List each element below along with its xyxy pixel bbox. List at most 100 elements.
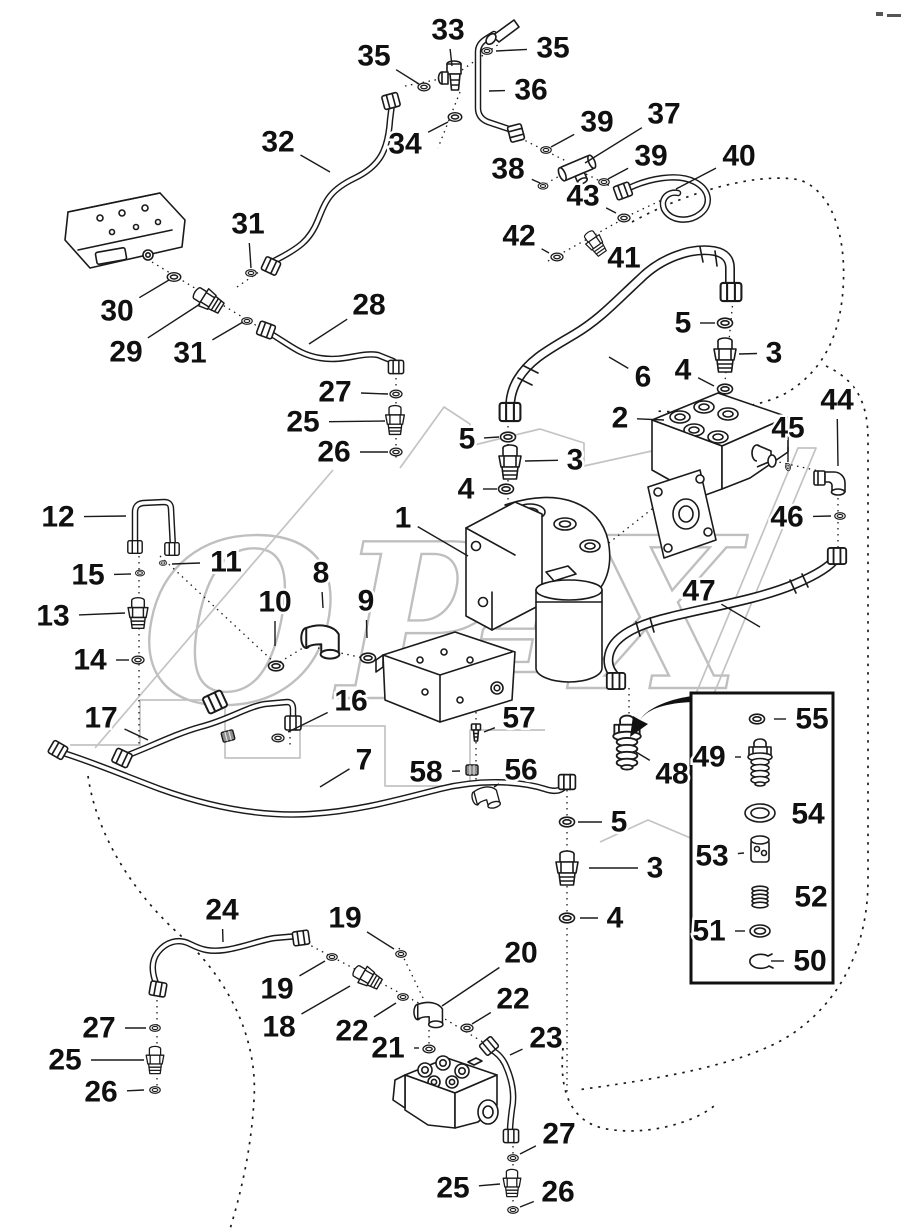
callout-36: 36: [514, 74, 547, 107]
leader-13: [78, 612, 126, 616]
callout-48: 48: [655, 758, 688, 791]
leader-25: [328, 420, 386, 423]
callout-19: 19: [328, 902, 361, 935]
callout-54: 54: [791, 798, 825, 831]
leader-44: [836, 418, 839, 467]
callout-3: 3: [766, 337, 783, 370]
leader-9: [365, 619, 368, 639]
leader-11: [171, 562, 201, 565]
callout-22: 22: [496, 983, 529, 1016]
elbow-20: [413, 1001, 444, 1029]
callout-31: 31: [173, 337, 206, 370]
hose-6: [498, 247, 743, 423]
callout-3: 3: [567, 444, 584, 477]
leader-22: [471, 1011, 492, 1025]
leader-19: [299, 960, 326, 977]
fitting-13: [127, 596, 149, 630]
callout-43: 43: [566, 180, 599, 213]
callout-47: 47: [682, 575, 715, 608]
leader-lines: [78, 48, 839, 1208]
callout-25: 25: [436, 1172, 469, 1205]
nut-58: [465, 764, 479, 776]
leader-37: [584, 127, 643, 164]
callout-45: 45: [771, 412, 804, 445]
callout-57: 57: [502, 702, 535, 735]
callout-23: 23: [529, 1022, 562, 1055]
pump-1: [465, 496, 611, 683]
callout-16: 16: [334, 685, 367, 718]
corner-mark: [876, 12, 901, 17]
callout-41: 41: [607, 242, 640, 275]
leader-35: [495, 48, 528, 52]
fitting-33: [437, 60, 462, 91]
boundary-bottom-center: [561, 1047, 715, 1132]
leader-22: [373, 1002, 397, 1018]
valve-plate: [375, 631, 516, 723]
callout-18: 18: [262, 1011, 295, 1044]
callout-1: 1: [395, 502, 412, 535]
callout-38: 38: [491, 153, 524, 186]
callout-20: 20: [504, 937, 537, 970]
legend-valve-53: [750, 835, 770, 863]
callout-9: 9: [358, 585, 375, 618]
leader-39: [550, 133, 575, 148]
leader-19: [366, 931, 395, 950]
leader-34: [427, 121, 449, 133]
callout-50: 50: [793, 945, 826, 978]
tube-32: [259, 91, 402, 277]
leader-20: [441, 966, 500, 1007]
callout-12: 12: [41, 501, 74, 534]
callout-25: 25: [48, 1044, 81, 1077]
callout-14: 14: [73, 644, 107, 677]
control-module-plate: [64, 192, 186, 269]
leader-48: [635, 751, 651, 761]
legend-oring-54: [744, 803, 776, 823]
leader-43: [605, 207, 617, 214]
callout-39: 39: [580, 106, 613, 139]
leader-29: [147, 303, 201, 339]
callout-49: 49: [692, 741, 725, 774]
callout-19: 19: [260, 973, 293, 1006]
leader-3: [738, 352, 758, 355]
callout-46: 46: [770, 501, 803, 534]
leader-6: [608, 356, 629, 370]
leader-27: [360, 392, 389, 395]
callout-24: 24: [205, 894, 239, 927]
callout-8: 8: [313, 557, 330, 590]
leader-25: [478, 1183, 501, 1187]
leader-3: [524, 459, 559, 462]
leader-26: [126, 1089, 145, 1092]
callout-4: 4: [607, 902, 624, 935]
leader-2: [636, 418, 665, 421]
frame-steps-middle: [70, 699, 545, 787]
parts: [46, 12, 901, 1214]
callout-35: 35: [357, 40, 390, 73]
leader-47: [721, 603, 761, 628]
legend-snapring-50: [749, 953, 774, 970]
callout-5: 5: [675, 307, 692, 340]
leader-39: [607, 167, 629, 180]
callout-58: 58: [409, 756, 442, 789]
callout-15: 15: [71, 559, 104, 592]
callout-22: 22: [335, 1015, 368, 1048]
callout-4: 4: [458, 473, 475, 506]
leader-23: [509, 1048, 523, 1056]
leader-18: [301, 985, 351, 1015]
callout-35: 35: [536, 32, 569, 65]
legend-spring-52: [751, 885, 769, 909]
callout-32: 32: [261, 126, 294, 159]
leader-7: [319, 768, 350, 788]
callout-13: 13: [36, 600, 69, 633]
leader-38: [531, 178, 541, 184]
callout-39: 39: [634, 140, 667, 173]
leader-31: [248, 242, 252, 269]
callout-52: 52: [794, 881, 827, 914]
manifold-2: [647, 392, 789, 559]
leader-1: [417, 525, 469, 557]
hose-47: [607, 547, 848, 690]
callout-42: 42: [502, 220, 535, 253]
callout-21: 21: [371, 1032, 404, 1065]
